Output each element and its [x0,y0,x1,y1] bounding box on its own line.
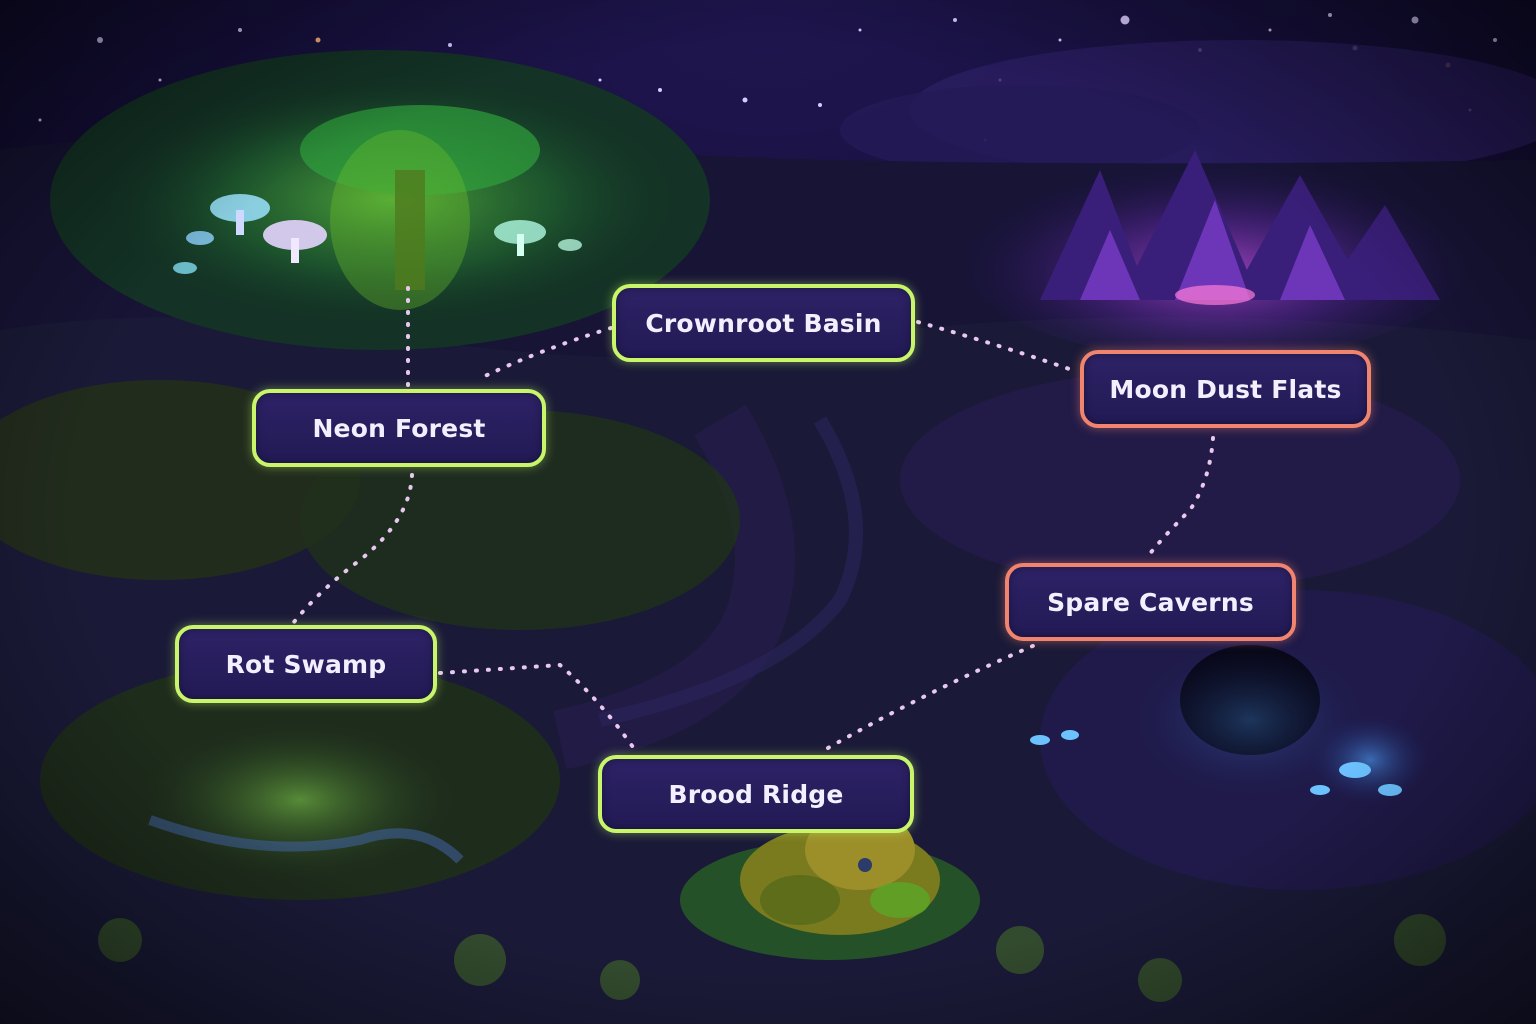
route-crownroot-neon [483,326,613,378]
region-moon-dust-flats[interactable]: Moon Dust Flats [1080,350,1371,428]
region-rot-swamp[interactable]: Rot Swamp [175,625,437,703]
region-neon-forest[interactable]: Neon Forest [252,389,546,467]
region-crownroot-basin[interactable]: Crownroot Basin [612,284,915,362]
region-label: Rot Swamp [225,649,387,679]
region-label: Neon Forest [312,413,486,443]
region-label: Brood Ridge [668,779,844,809]
region-label: Spare Caverns [1047,587,1254,617]
region-brood-ridge[interactable]: Brood Ridge [598,755,914,833]
route-crownroot-moon [916,320,1080,374]
route-rot-brood [438,662,637,752]
route-moon-spare [1143,436,1215,562]
route-brood-spare [826,643,1037,750]
region-spare-caverns[interactable]: Spare Caverns [1005,563,1296,641]
route-paths [292,286,1215,752]
region-label: Crownroot Basin [645,308,882,338]
region-label: Moon Dust Flats [1109,374,1342,404]
route-neon-rot [292,473,414,624]
